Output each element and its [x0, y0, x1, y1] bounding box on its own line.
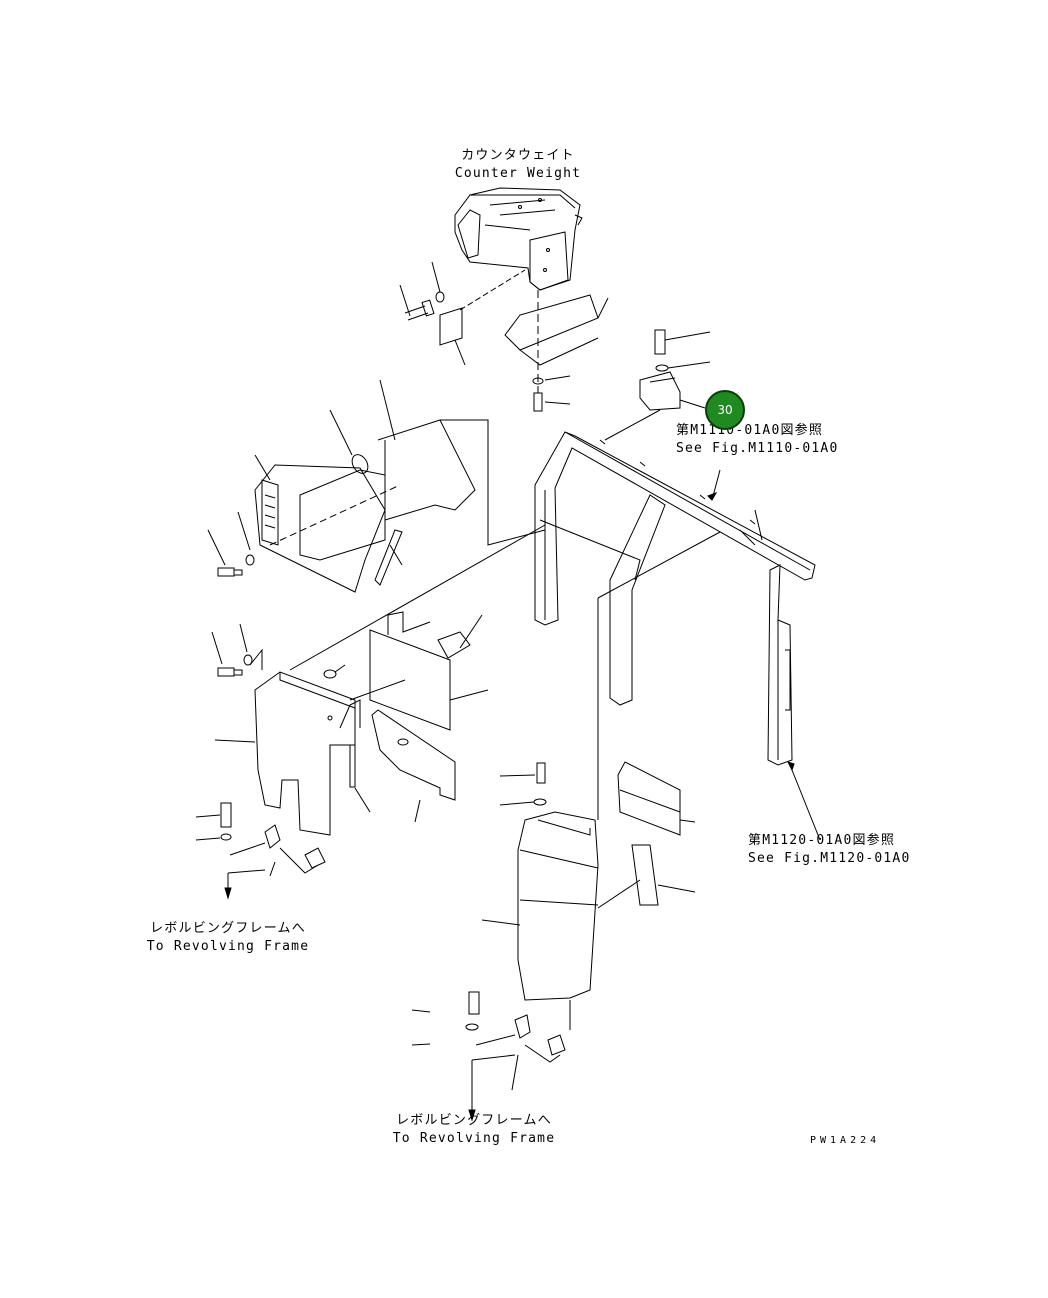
left-bottom-mounts: [196, 803, 325, 898]
main-frame: [535, 432, 815, 765]
rear-bolts: [500, 763, 546, 805]
counter-weight-label-en: Counter Weight: [454, 166, 582, 181]
left-cover-assembly: [255, 380, 545, 592]
revolving-frame-left-en: To Revolving Frame: [146, 939, 310, 954]
see-fig-2-en: See Fig.M1120-01A0: [748, 851, 911, 866]
see-fig-2-jp: 第M1120-01A0図参照: [748, 833, 896, 848]
counter-weight-bolts: [400, 262, 608, 411]
revolving-frame-bottom-en: To Revolving Frame: [392, 1131, 556, 1146]
see-fig-1-jp: 第M1110-01A0図参照: [676, 423, 824, 438]
reference-leaders: [740, 510, 820, 840]
left-pads: [350, 612, 488, 822]
see-fig-1-en: See Fig.M1110-01A0: [676, 441, 839, 456]
top-bracket: [605, 330, 710, 440]
right-pads: [618, 762, 695, 905]
bottom-mounts: [412, 992, 565, 1120]
counter-weight: [455, 188, 582, 290]
part-callout-30[interactable]: 30: [705, 390, 745, 430]
left-bolts-upper: [208, 512, 262, 676]
rear-cover-panel: [482, 532, 720, 1030]
revolving-frame-left-jp: レボルビングフレームへ: [150, 921, 306, 936]
counter-weight-label-jp: カウンタウェイト: [461, 148, 575, 163]
revolving-frame-bottom-jp: レボルビングフレームへ: [396, 1113, 552, 1128]
left-side-cover: [215, 525, 545, 835]
drawing-code: PW1A224: [810, 1135, 881, 1146]
